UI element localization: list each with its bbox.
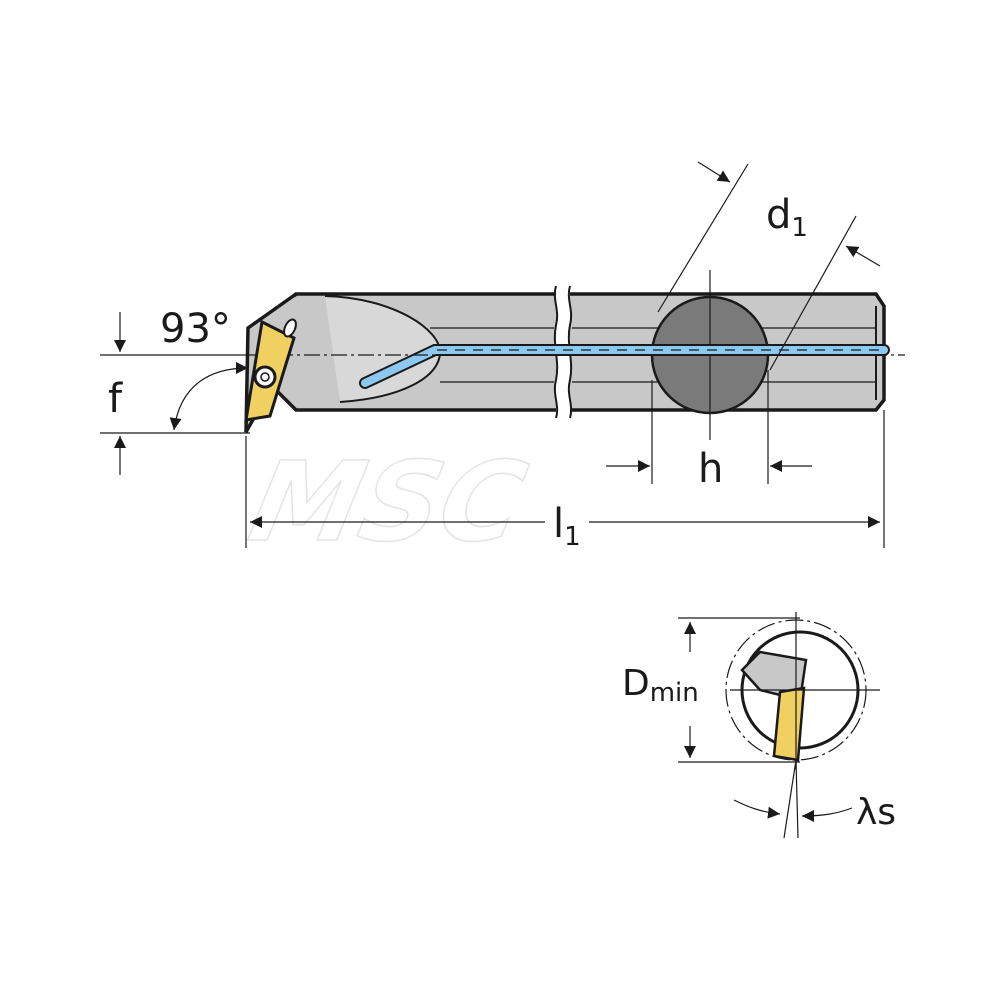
dimension-d1: d1 — [657, 161, 881, 371]
label-f: f — [108, 376, 123, 422]
dimension-l1: l1 — [245, 410, 885, 552]
watermark: MSC — [240, 439, 536, 567]
boring-bar-side-view — [244, 270, 905, 440]
dimension-h: h — [606, 370, 812, 492]
label-dmin: Dmin — [622, 663, 699, 708]
label-l1: l1 — [553, 501, 581, 552]
label-h: h — [698, 446, 723, 492]
label-angle: 93° — [160, 306, 231, 352]
end-view-insert — [772, 686, 806, 762]
dimension-angle: 93° — [160, 306, 249, 431]
end-view: Dmin λs — [622, 612, 896, 839]
label-lambda-s: λs — [856, 792, 896, 833]
label-d1: d1 — [766, 192, 808, 243]
dimension-f: f — [100, 312, 250, 475]
cutting-insert — [244, 318, 297, 422]
